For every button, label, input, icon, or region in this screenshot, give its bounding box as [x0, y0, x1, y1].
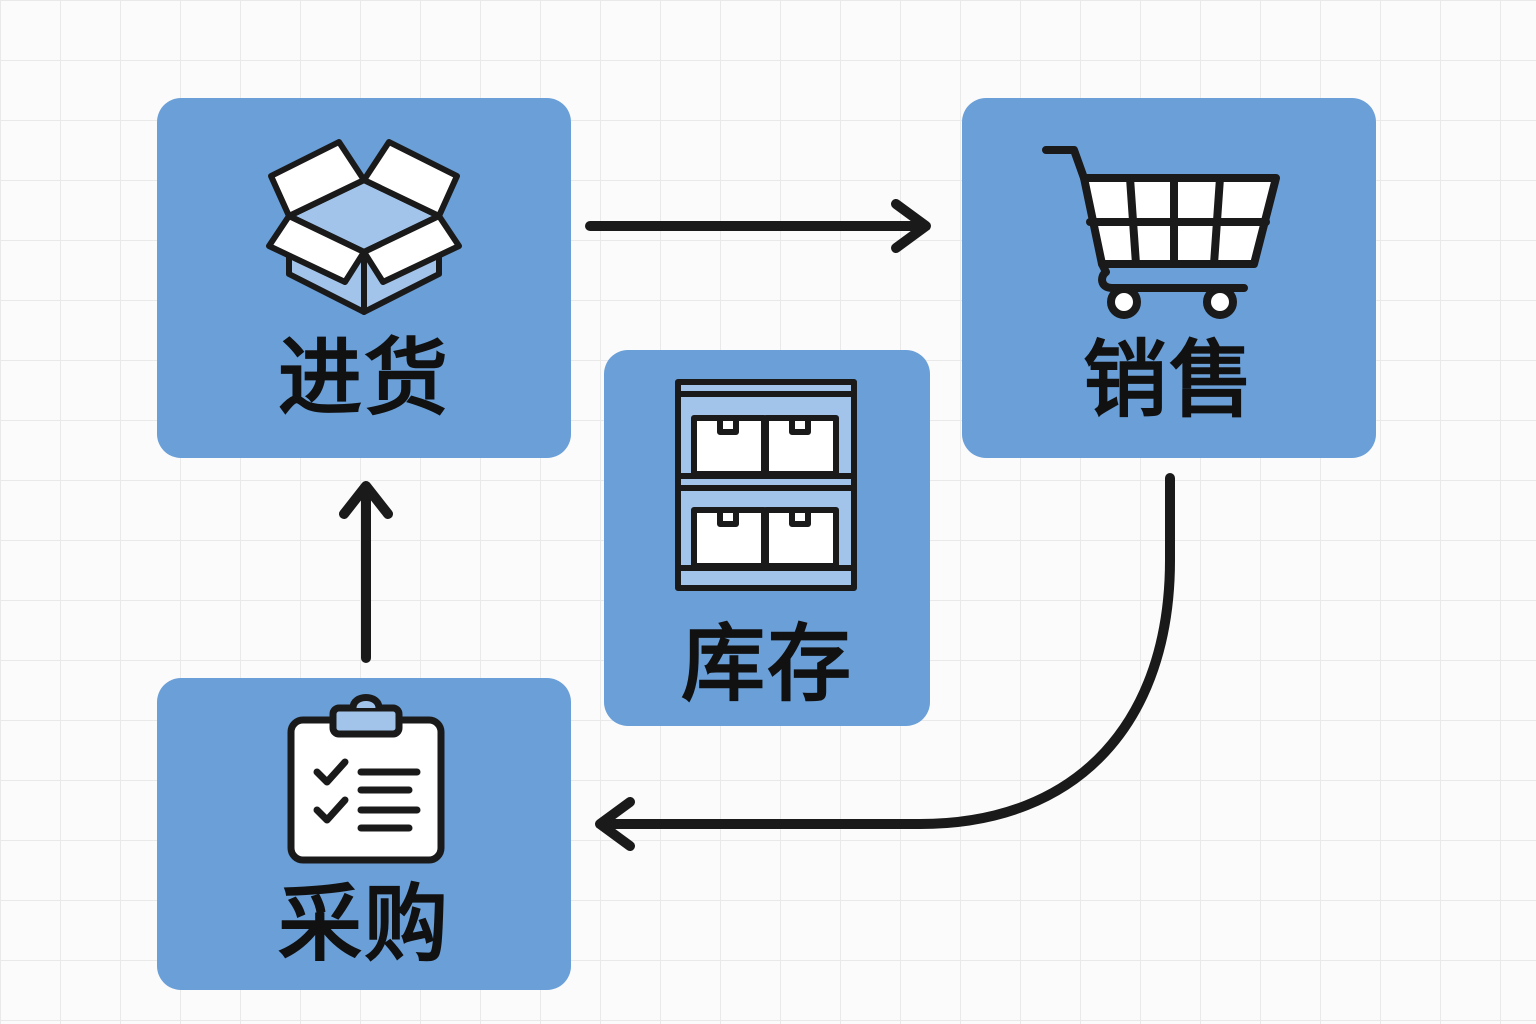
open-box-icon [266, 139, 462, 315]
shopping-cart-icon [1042, 146, 1280, 319]
node-xiaoshou[interactable]: 销售 [962, 98, 1376, 458]
arrow-jinhuo-to-xiaoshou [585, 199, 931, 253]
node-label: 销售 [1082, 331, 1255, 429]
node-caigou[interactable]: 采购 [157, 678, 571, 990]
node-label: 进货 [277, 329, 450, 427]
arrow-xiaoshou-to-caigou [595, 473, 1175, 851]
node-jinhuo[interactable]: 进货 [157, 98, 571, 458]
node-label: 采购 [277, 875, 450, 973]
clipboard-checklist-icon [287, 694, 445, 864]
node-label: 库存 [680, 615, 853, 713]
node-kucun[interactable]: 库存 [604, 350, 930, 726]
warehouse-shelf-icon [675, 379, 857, 591]
arrow-caigou-to-jinhuo [339, 481, 393, 663]
